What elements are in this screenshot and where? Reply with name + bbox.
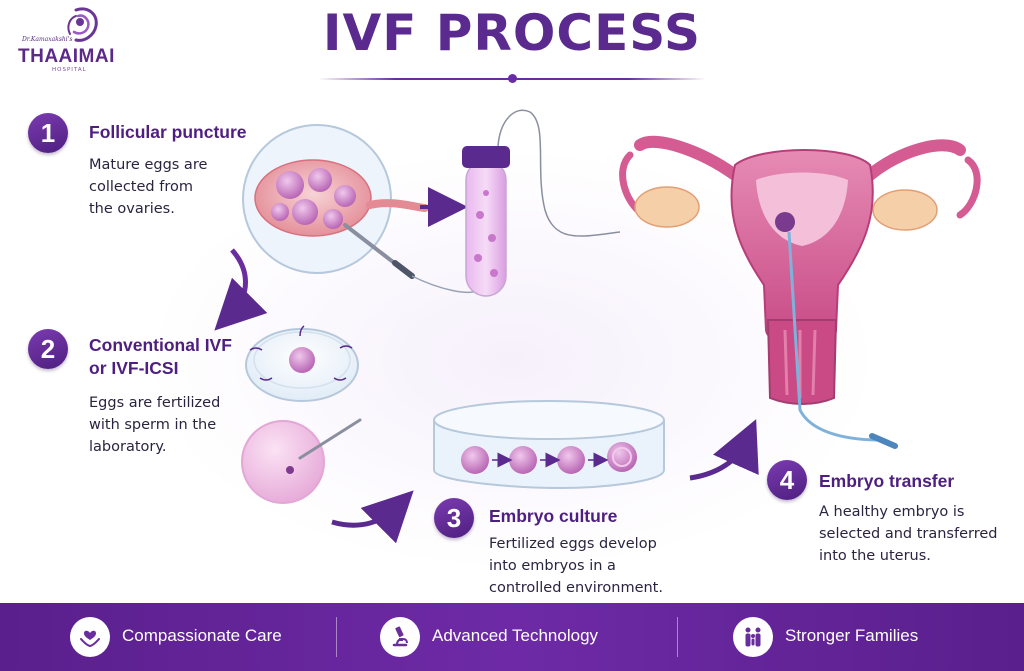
microscope-icon	[392, 626, 408, 647]
footer-label: Compassionate Care	[122, 626, 282, 645]
footer-divider	[677, 617, 678, 657]
step-2-text: Eggs are fertilized with sperm in the la…	[89, 395, 221, 455]
footer-bar: Compassionate Care Advanced Technology	[0, 603, 1024, 671]
step-4-title: Embryo transfer	[819, 471, 955, 491]
step-3-number: 3	[434, 498, 474, 538]
mother-child-icon	[67, 7, 98, 42]
step-3-text: Fertilized eggs develop into embryos in …	[489, 536, 663, 596]
step-3-title: Embryo culture	[489, 506, 618, 526]
logo-subtitle: HOSPITAL	[52, 67, 87, 73]
footer-divider	[336, 617, 337, 657]
step-1-title: Follicular puncture	[89, 122, 247, 142]
page-title: IVF PROCESS	[322, 4, 702, 62]
step-4-number: 4	[767, 460, 807, 500]
step-1-number: 1	[28, 113, 68, 153]
footer-label: Stronger Families	[785, 626, 919, 645]
hospital-logo: Dr.Kamaxakshi's THAAIMAI HOSPITAL	[18, 6, 138, 76]
step-4-text: A healthy embryo is selected and transfe…	[819, 504, 998, 564]
title-divider-dot	[508, 74, 517, 83]
step-2-title: Conventional IVF or IVF-ICSI	[89, 335, 232, 378]
logo-name: THAAIMAI	[18, 46, 115, 67]
family-icon	[745, 627, 761, 647]
step-2-number: 2	[28, 329, 68, 369]
heart-hands-icon	[80, 630, 100, 648]
logo-small-text: Dr.Kamaxakshi's	[22, 36, 73, 43]
footer-label: Advanced Technology	[432, 626, 599, 645]
step-1-text: Mature eggs are collected from the ovari…	[89, 157, 208, 217]
process-illustration	[214, 109, 981, 544]
